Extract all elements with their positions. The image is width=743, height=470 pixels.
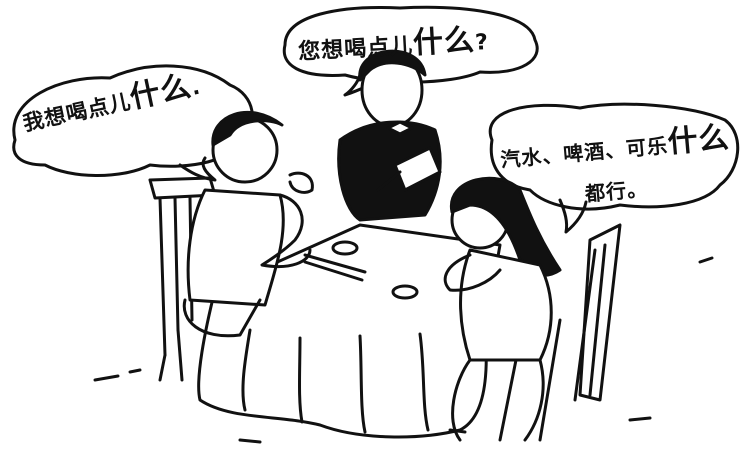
speech-text-top-main: 您想喝点儿 — [297, 33, 414, 65]
speech-text-right-line2-text: 都行。 — [584, 176, 649, 206]
speech-bubble-top — [282, 5, 539, 84]
speech-text-right-line2: 都行。 — [584, 173, 649, 207]
man-arm — [260, 193, 312, 268]
speech-text-right-highlight: 什么 — [666, 120, 731, 161]
tablecloth — [197, 288, 488, 439]
woman-hair — [450, 176, 562, 277]
pen — [376, 170, 402, 192]
waiter-jacket — [337, 120, 442, 222]
plate-left — [331, 240, 359, 256]
plate-right — [391, 284, 419, 300]
speech-text-top-tail: ? — [474, 30, 490, 56]
waiter-hair — [358, 49, 427, 82]
woman-body — [459, 248, 553, 362]
man-hand — [288, 171, 314, 194]
speech-bubble-left-tail — [178, 156, 217, 182]
notepad — [393, 146, 442, 192]
chopsticks — [303, 253, 367, 282]
bow-tie — [386, 120, 414, 136]
speech-bubble-right-tail — [558, 198, 588, 234]
woman-arm — [443, 253, 502, 292]
speech-bubble-right — [488, 102, 740, 211]
speech-text-top-highlight: 什么 — [412, 22, 476, 61]
man-body — [186, 188, 285, 307]
man-hair — [211, 110, 284, 147]
